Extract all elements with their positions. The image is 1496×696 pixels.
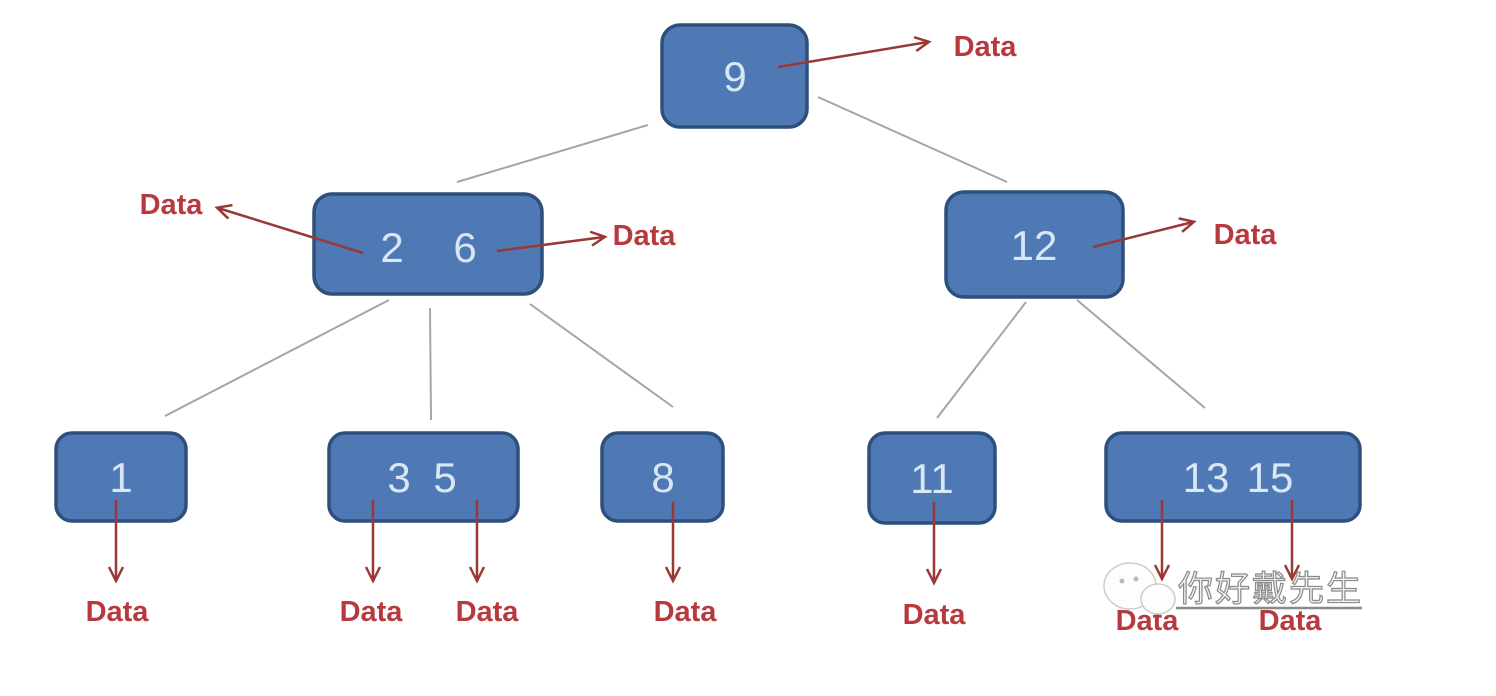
branch-left-to-leaf-3-5 — [429, 307, 432, 421]
key-1: 1 — [109, 454, 132, 501]
watermark-logo-eye-right — [1133, 576, 1139, 582]
key-8: 8 — [651, 454, 674, 501]
tree-nodes — [54, 23, 1362, 525]
data-label-key2: Data — [140, 189, 204, 221]
node-root — [660, 23, 809, 129]
key-11: 11 — [910, 455, 954, 502]
data-label-key12: Data — [1214, 219, 1278, 251]
data-label-leaf8: Data — [654, 596, 718, 628]
branch-lines — [164, 96, 1206, 421]
key-2: 2 — [380, 224, 403, 271]
data-label-leaf35-right: Data — [456, 596, 520, 628]
node-leaf-1 — [54, 431, 188, 523]
key-5: 5 — [433, 454, 456, 501]
arrow-key12-data — [1092, 217, 1197, 249]
data-label-leaf1: Data — [86, 596, 150, 628]
arrow-root-data — [777, 36, 932, 69]
data-label-root: Data — [954, 31, 1018, 63]
branch-left-to-leaf-8 — [529, 303, 674, 408]
node-internal-right — [944, 190, 1125, 299]
watermark-logo-bubble-small — [1140, 583, 1176, 615]
node-leaf-8 — [600, 431, 725, 523]
arrow-key6-data — [496, 230, 608, 253]
key-3: 3 — [387, 454, 410, 501]
branch-root-to-internal-left — [456, 124, 649, 183]
key-15: 15 — [1247, 454, 1294, 501]
branch-root-to-internal-right — [817, 96, 1008, 183]
watermark-logo-eye-left — [1119, 578, 1125, 584]
branch-left-to-leaf-1 — [164, 299, 390, 417]
branch-right-to-leaf-11 — [936, 301, 1027, 419]
watermark: 你好戴先生 — [1103, 562, 1363, 615]
data-label-leaf11: Data — [903, 599, 967, 631]
data-labels: Data Data Data Data Data Data Data Data … — [86, 31, 1323, 637]
data-label-leaf1315-right: Data — [1259, 605, 1323, 637]
data-label-leaf35-left: Data — [340, 596, 404, 628]
arrow-key2-data — [214, 203, 364, 255]
node-keys: 9 2 6 12 1 3 5 8 11 13 15 — [109, 53, 1293, 502]
node-internal-left — [312, 192, 544, 296]
data-label-key6: Data — [613, 220, 677, 252]
key-13: 13 — [1183, 454, 1230, 501]
node-leaf-13-15 — [1104, 431, 1362, 523]
branch-right-to-leaf-13-15 — [1076, 299, 1206, 409]
data-arrows — [107, 36, 1301, 586]
key-9: 9 — [723, 53, 746, 100]
node-leaf-11 — [867, 431, 997, 525]
node-leaf-3-5 — [327, 431, 520, 523]
key-12: 12 — [1011, 222, 1058, 269]
watermark-text: 你好戴先生 — [1178, 570, 1363, 609]
key-6: 6 — [453, 224, 476, 271]
